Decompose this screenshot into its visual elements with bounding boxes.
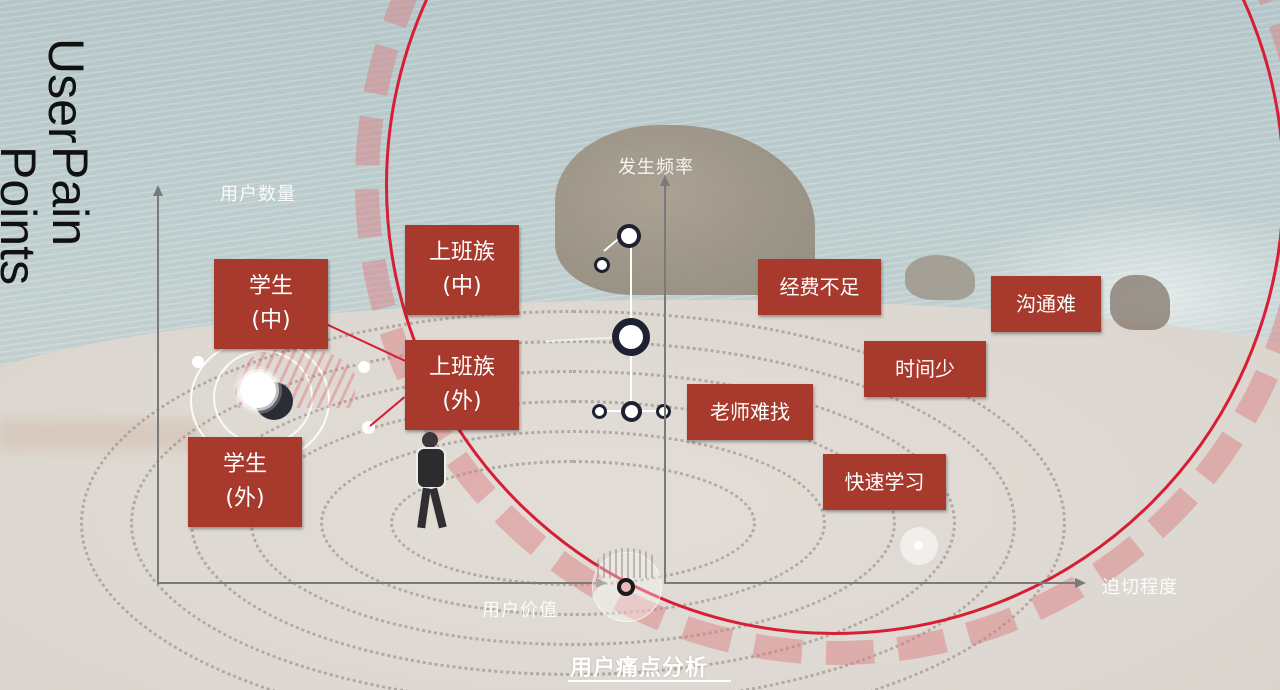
- left-x-axis-label: 用户价值: [482, 600, 558, 621]
- tag-label: 学生: [222, 452, 267, 477]
- tag-insufficient-funds: 经费不足: [758, 259, 881, 315]
- right-y-arrow-icon: [660, 175, 670, 186]
- tag-label: 学生: [248, 274, 293, 299]
- node-bottom-left: [592, 404, 607, 419]
- white-planet-icon: [240, 372, 276, 408]
- tag-label: 经费不足: [779, 275, 860, 299]
- tag-sublabel: (中): [251, 308, 291, 333]
- right-x-axis: [664, 582, 1076, 584]
- tag-sublabel: (中): [442, 274, 482, 299]
- footer-underline: [568, 680, 731, 682]
- tag-hard-to-communicate: 沟通难: [991, 276, 1101, 332]
- person-figure: [410, 432, 450, 532]
- tag-label: 快速学习: [844, 470, 925, 494]
- tag-label: 老师难找: [710, 400, 790, 424]
- tag-little-time: 时间少: [864, 341, 986, 397]
- left-y-axis: [157, 195, 159, 583]
- left-y-axis-label: 用户数量: [220, 184, 296, 205]
- left-y-arrow-icon: [153, 185, 163, 196]
- node-bottom-right: [656, 404, 671, 419]
- title-line1: User: [38, 38, 94, 144]
- node-large: [612, 318, 650, 356]
- origin-tick-marks: [597, 548, 657, 578]
- node-top: [617, 224, 641, 248]
- footer-title: 用户痛点分析: [570, 656, 709, 681]
- tag-fast-learning: 快速学习: [823, 454, 946, 510]
- node-bottom: [621, 401, 642, 422]
- left-x-axis: [157, 582, 597, 584]
- origin-node: [617, 578, 635, 596]
- tag-student-abroad: 学生 (外): [188, 437, 302, 527]
- tag-hard-to-find-teacher: 老师难找: [687, 384, 813, 440]
- orbit-dot: [192, 356, 204, 368]
- tag-worker-abroad: 上班族 (外): [405, 340, 519, 430]
- glow-dot-center: [914, 541, 923, 550]
- right-y-axis-label: 发生频率: [618, 157, 694, 178]
- right-x-axis-label: 迫切程度: [1102, 577, 1178, 598]
- right-x-arrow-icon: [1075, 578, 1086, 588]
- orbit-dot: [358, 361, 370, 373]
- tag-sublabel: (外): [225, 486, 265, 511]
- node-small: [594, 257, 610, 273]
- tag-label: 时间少: [895, 357, 955, 381]
- right-y-axis: [664, 185, 666, 584]
- tag-label: 上班族: [428, 355, 495, 380]
- tag-student-domestic: 学生 (中): [214, 259, 328, 349]
- title-line2: Pain Points: [0, 146, 98, 285]
- tag-label: 沟通难: [1016, 292, 1076, 316]
- tag-label: 上班族: [428, 240, 495, 265]
- tag-sublabel: (外): [442, 389, 482, 414]
- tag-worker-domestic: 上班族 (中): [405, 225, 519, 315]
